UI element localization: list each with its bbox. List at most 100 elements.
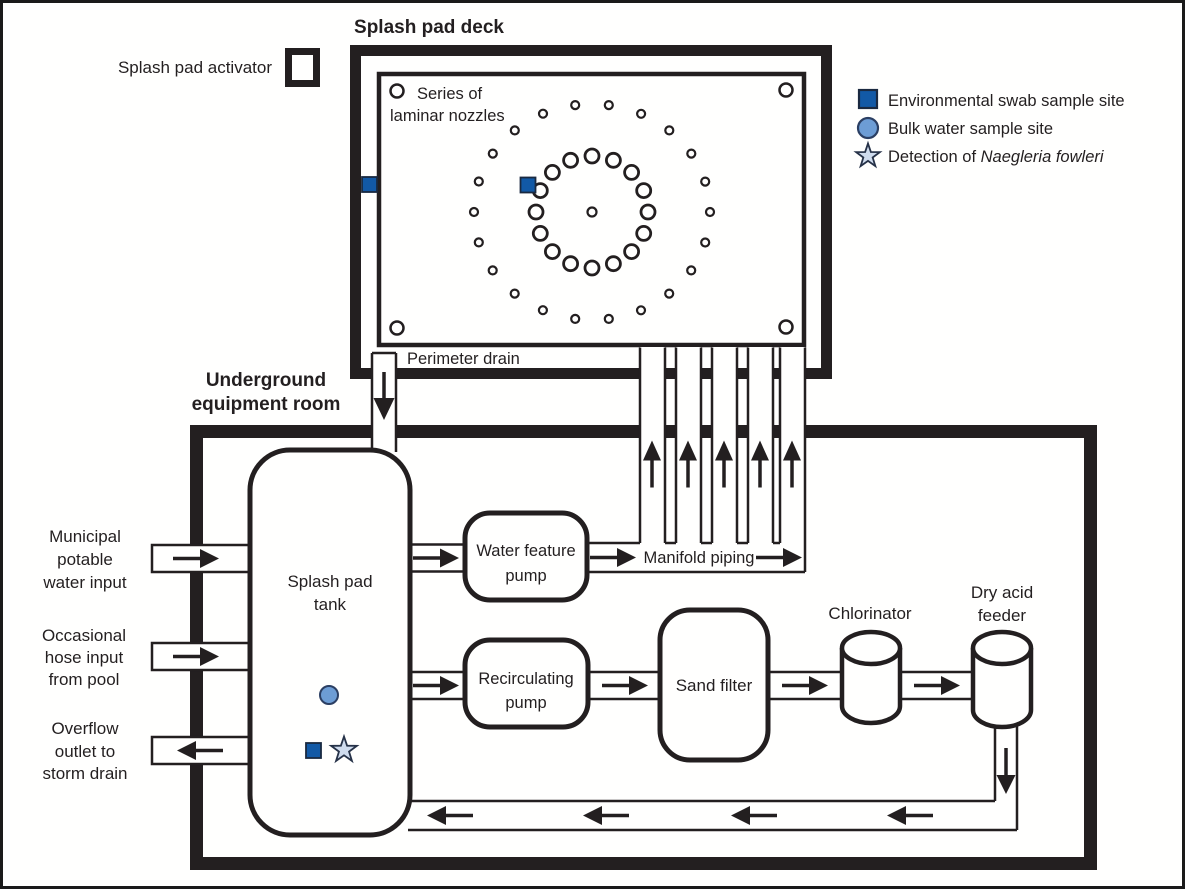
sample-site-markers [305, 176, 537, 764]
perimeter-drain-label: Perimeter drain [407, 350, 520, 368]
legend-label-detection: Detection of Naegleria fowleri [888, 148, 1105, 166]
outer-ring-nozzle-circle [603, 99, 614, 111]
recirculating-pump-label-line1: Recirculating [478, 670, 573, 688]
environmental-swab-marker-nozzle-ring [519, 176, 537, 194]
inner-ring-nozzle-circle [583, 147, 601, 165]
manifold-riser-arrow [679, 440, 697, 461]
environmental-swab-marker-deck-edge [361, 176, 378, 193]
outer-ring-nozzle-circle [664, 125, 675, 136]
inner-ring-nozzle-circle [562, 255, 579, 273]
manifold-right-arrow [783, 548, 802, 567]
outer-ring-nozzle-circle [635, 108, 647, 119]
inner-ring-nozzle-circle [635, 182, 653, 200]
hose-input-pipe [150, 641, 254, 672]
overflow-label-line2: outlet to [55, 742, 116, 761]
overflow-label-line1: Overflow [51, 719, 119, 738]
corner-nozzle-circle [389, 83, 405, 99]
inner-ring-nozzle-circle [605, 255, 622, 273]
dry-acid-feeder-label-line2: feeder [978, 606, 1027, 625]
sand-filter [657, 607, 771, 763]
outer-ring-nozzle-circle [473, 176, 484, 187]
outer-ring-nozzle-circle [509, 288, 520, 299]
outer-ring-nozzle-circle [487, 265, 498, 276]
hose-label-line2: hose input [45, 648, 124, 667]
sand-to-chlorinator-arrow [809, 676, 828, 695]
return-pipe-arrow [583, 806, 602, 825]
inner-ring-nozzle-circle [605, 151, 622, 169]
room-label-line2: equipment room [192, 394, 341, 415]
labels: Splash pad deck Splash pad activator Ser… [42, 17, 1033, 783]
return-pipe-arrow [731, 806, 750, 825]
municipal-label-line2: potable [57, 550, 113, 569]
dry-acid-feeder-label-line1: Dry acid [971, 583, 1033, 602]
perimeter-drain-outline [370, 351, 398, 452]
water-feature-pump-label-line1: Water feature [476, 542, 575, 560]
legend-label-swab: Environmental swab sample site [888, 92, 1125, 110]
tank-label-line1: Splash pad [287, 572, 372, 591]
outer-ring-nozzle-circle [468, 206, 480, 218]
outer-ring-nozzle-circle [686, 265, 697, 276]
water-feature-pump [462, 510, 590, 603]
bulk-water-marker-tank [319, 685, 339, 705]
equipment [247, 48, 1034, 838]
manifold-riser-arrow [643, 440, 661, 461]
center-nozzle-circle [586, 206, 598, 218]
inner-ring-nozzle-circle [623, 163, 640, 181]
inner-ring-nozzle-circle [635, 224, 653, 242]
dry-acid-feeder [970, 629, 1034, 730]
corner-nozzle-circle [778, 82, 794, 98]
municipal-input-arrow [200, 549, 219, 568]
inner-ring-nozzle-circle [639, 203, 657, 221]
chlorinator [839, 629, 903, 726]
outer-ring-nozzle-circle [704, 206, 716, 218]
water-feature-pump-label-line2: pump [505, 567, 546, 585]
inner-ring-nozzle-circle [544, 163, 561, 181]
return-pipe-outline [408, 799, 1017, 832]
hose-label-line1: Occasional [42, 626, 126, 645]
activator-label: Splash pad activator [118, 58, 272, 77]
hose-input-arrow [200, 647, 219, 666]
room-label-line1: Underground [206, 370, 326, 391]
deck-title: Splash pad deck [354, 17, 504, 38]
feeder-down-arrow [996, 775, 1016, 794]
outer-ring-nozzle-circle [537, 108, 549, 119]
outer-ring-nozzle-circle [487, 148, 498, 159]
inner-ring-nozzle-circle [531, 224, 549, 242]
outer-ring-nozzle-circle [537, 305, 549, 316]
outer-ring-nozzle-circle [700, 237, 711, 248]
splash-pad-activator [285, 48, 320, 87]
legend-label-bulk: Bulk water sample site [888, 120, 1053, 138]
sand-filter-label: Sand filter [676, 676, 753, 695]
perimeter-drain-arrow [373, 398, 395, 420]
recirculating-pump [462, 637, 591, 730]
bulk-water-circle-icon [856, 116, 880, 140]
nozzles-label-line2: laminar nozzles [390, 107, 505, 125]
environmental-swab-marker-tank [305, 742, 322, 759]
manifold-header-outline [585, 541, 807, 574]
inner-ring-nozzle-circle [623, 243, 640, 261]
manifold-left-arrow [617, 548, 636, 567]
chlorinator-to-feeder-arrow [941, 676, 960, 695]
detection-star-icon [853, 140, 883, 169]
manifold-label: Manifold piping [644, 549, 755, 567]
inner-ring-nozzle-circle [527, 203, 545, 221]
splash-pad-tank [247, 447, 413, 838]
outer-ring-nozzle-circle [570, 99, 581, 111]
outer-ring-nozzle-circle [570, 313, 581, 324]
tank-to-feature-pump-arrow [440, 548, 459, 568]
corner-nozzle-circle [389, 320, 405, 336]
outer-ring-nozzle-circle [686, 148, 697, 159]
recirc-to-sand-arrow [629, 676, 648, 695]
laminar-nozzles [389, 82, 794, 336]
outer-ring-nozzle-circle [635, 305, 647, 316]
hose-label-line3: from pool [49, 670, 120, 689]
outer-ring-nozzle-circle [473, 237, 484, 248]
corner-nozzle-circle [778, 319, 794, 335]
nozzles-label-line1: Series of [417, 85, 483, 103]
outer-ring-nozzle-circle [603, 313, 614, 324]
outer-ring-nozzle-circle [664, 288, 675, 299]
overflow-label-line3: storm drain [42, 764, 127, 783]
environmental-swab-square-icon [857, 88, 879, 110]
